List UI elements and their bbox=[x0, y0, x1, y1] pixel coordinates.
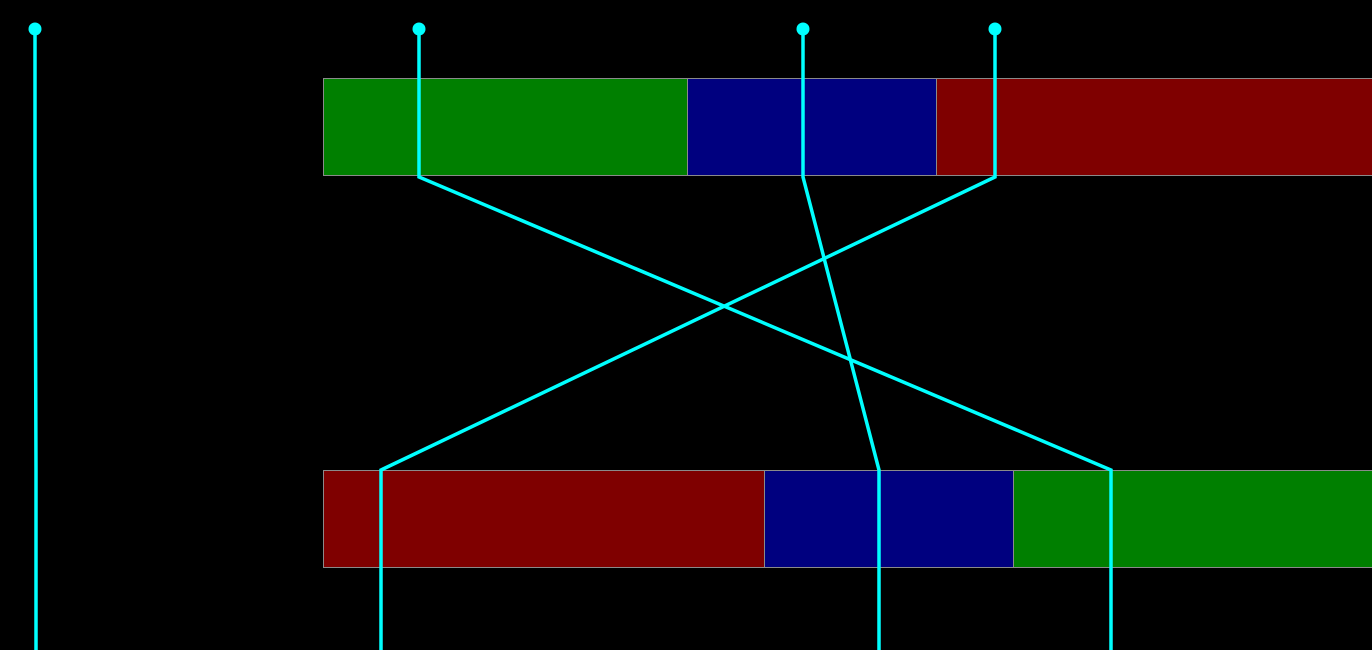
bottom-green-block bbox=[1013, 470, 1372, 568]
passthrough-endpoint-dot bbox=[28, 22, 42, 36]
blue-link-endpoint-dot bbox=[796, 22, 810, 36]
connector-endpoints bbox=[28, 22, 1002, 36]
passthrough-connector bbox=[33, 29, 38, 650]
bottom-blue-block bbox=[764, 470, 1014, 568]
connector-lines bbox=[33, 29, 1113, 650]
top-red-block bbox=[936, 78, 1372, 176]
green-link-endpoint-dot bbox=[412, 22, 426, 36]
top-blue-block bbox=[687, 78, 937, 176]
bottom-red-block bbox=[323, 470, 765, 568]
blue-link-connector bbox=[801, 29, 881, 650]
red-link-endpoint-dot bbox=[988, 22, 1002, 36]
bottom-block-row bbox=[323, 470, 1372, 568]
top-green-block bbox=[323, 78, 688, 176]
red-link-connector bbox=[379, 29, 997, 650]
top-block-row bbox=[323, 78, 1372, 176]
green-link-connector bbox=[417, 29, 1113, 650]
